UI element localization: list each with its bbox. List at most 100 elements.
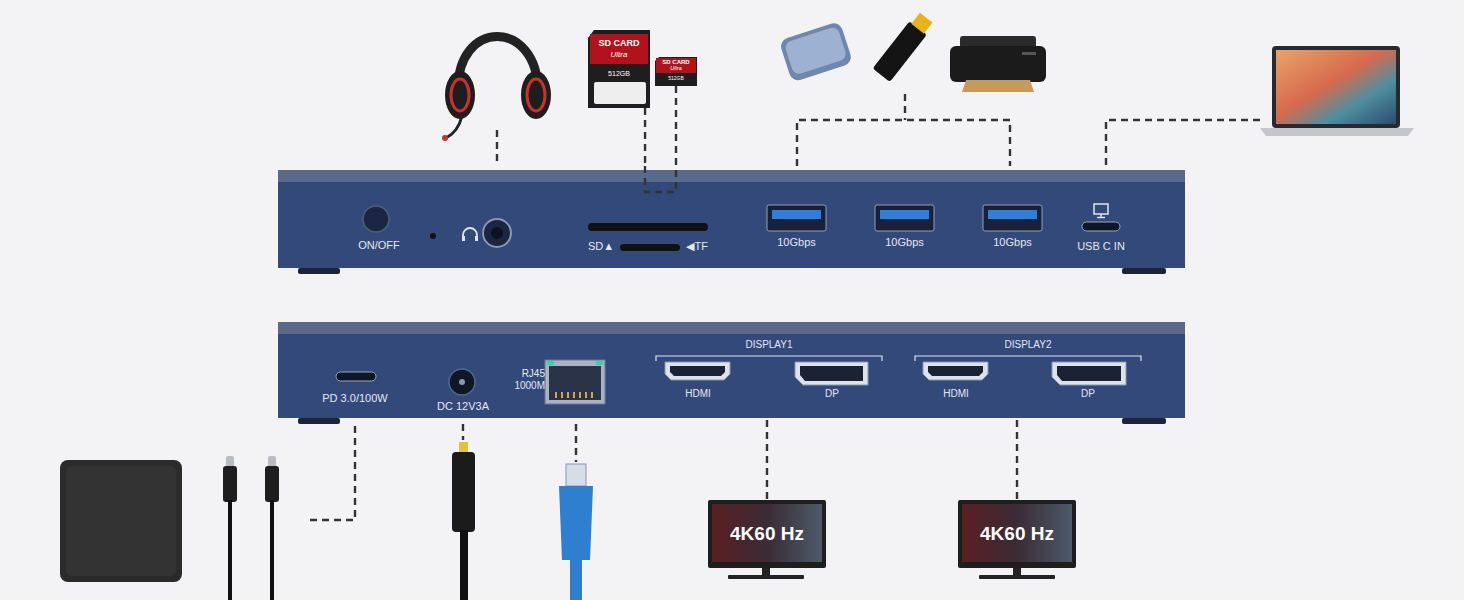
front-panel	[1082, 222, 1120, 231]
usb-stick-icon	[911, 13, 932, 34]
back-panel	[278, 322, 1185, 334]
front-panel	[491, 227, 503, 239]
card-text: 512GB	[668, 76, 684, 81]
monitor-icon	[728, 575, 804, 579]
resolution-label: 4K60 Hz	[730, 523, 804, 545]
sd-card-picture	[588, 30, 650, 108]
hdmi-port: HDMI	[662, 360, 734, 402]
back-panel	[278, 322, 1185, 424]
headset-icon	[442, 37, 551, 142]
headset-icon	[446, 116, 462, 138]
port-label: DP	[1081, 388, 1095, 400]
front-panel	[278, 170, 1185, 182]
printer-icon	[962, 80, 1034, 92]
port-label: DISPLAY1	[742, 339, 795, 351]
dp-port: DP	[1048, 360, 1128, 402]
front-panel	[475, 236, 478, 241]
ethernet-plug-icon	[570, 558, 582, 600]
card-text: SD CARD	[598, 39, 639, 48]
usb-stick-icon	[873, 21, 927, 82]
charger-icon	[60, 460, 182, 582]
usb-a-port: 10Gbps	[978, 166, 1047, 250]
port-label: RJ45 1000M	[505, 368, 545, 392]
card-text: Ultra	[670, 66, 682, 72]
laptop-icon	[1260, 128, 1414, 136]
leader-line	[797, 94, 1010, 166]
monitor-icon	[708, 500, 826, 568]
monitor-icon	[1013, 568, 1021, 576]
front-panel	[875, 205, 934, 231]
usb-c-input: USB C IN	[1066, 166, 1136, 254]
back-panel	[449, 369, 475, 395]
front-panel	[772, 210, 821, 219]
back-panel	[1122, 418, 1166, 424]
port-label: 10Gbps	[885, 236, 924, 248]
back-panel	[656, 356, 882, 361]
usb-hub-icon	[784, 26, 848, 76]
monitor-icon	[708, 500, 1076, 579]
usb-c-cable-icon	[228, 500, 232, 600]
front-panel	[880, 210, 929, 219]
ethernet-plug-icon	[559, 486, 593, 560]
leader-line	[1106, 120, 1260, 166]
front-panel	[588, 223, 708, 231]
back-panel	[1052, 362, 1126, 385]
dc-jack: DC 12V3A	[424, 366, 502, 414]
charger-icon	[60, 460, 182, 582]
connector	[766, 420, 768, 500]
sd-card-picture	[655, 57, 697, 86]
port-label: ◀TF	[686, 240, 708, 252]
front-panel	[483, 219, 511, 247]
port-label: DC 12V3A	[437, 400, 489, 412]
usb-a-port: 10Gbps	[870, 166, 939, 250]
front-panel	[1122, 268, 1166, 274]
display-group: DISPLAY2HDMIDP	[911, 338, 1145, 420]
back-panel	[928, 366, 983, 376]
usb-hub-icon	[779, 21, 853, 83]
front-panel	[363, 206, 389, 232]
front-panel	[463, 228, 477, 239]
dc-plug-icon	[452, 452, 475, 532]
ethernet-plug-icon	[559, 464, 593, 600]
hdmi-port: HDMI	[920, 360, 992, 402]
laptop-icon	[1260, 46, 1414, 136]
usb-c-cable-icon	[223, 456, 279, 600]
monitor: 4K60 Hz	[958, 500, 1076, 568]
front-panel	[278, 170, 1185, 268]
port-label: SD▲	[588, 240, 614, 252]
back-panel	[665, 362, 730, 380]
back-panel	[915, 356, 1141, 361]
port-label: DP	[825, 388, 839, 400]
front-panel	[983, 205, 1042, 231]
connector	[1016, 420, 1018, 500]
back-panel	[298, 418, 340, 424]
dp-port: DP	[792, 360, 872, 402]
back-panel	[549, 366, 601, 400]
card-text: SD CARD	[662, 59, 689, 65]
back-panel	[459, 379, 465, 385]
headset-icon	[442, 135, 448, 141]
leader-line	[462, 424, 464, 440]
headset-icon	[521, 71, 551, 119]
connector	[645, 86, 676, 192]
usb-c-pd-port: PD 3.0/100W	[316, 366, 394, 406]
front-panel	[1097, 214, 1105, 218]
sd-card-picture	[590, 34, 648, 64]
sd-card-picture	[594, 82, 646, 104]
leader-line	[575, 424, 577, 462]
headset-icon	[445, 71, 475, 119]
leader-line	[496, 130, 498, 166]
port-label: PD 3.0/100W	[322, 392, 387, 404]
connector	[644, 108, 646, 166]
port-label: HDMI	[943, 388, 969, 400]
monitor-icon	[962, 504, 1072, 562]
laptop-icon	[1272, 46, 1400, 128]
monitor-icon	[979, 575, 1055, 579]
sd-card-small: SD CARDUltra 512GB	[655, 57, 697, 86]
front-panel	[430, 233, 436, 239]
back-panel	[923, 362, 988, 380]
port-label: USB C IN	[1077, 240, 1125, 252]
